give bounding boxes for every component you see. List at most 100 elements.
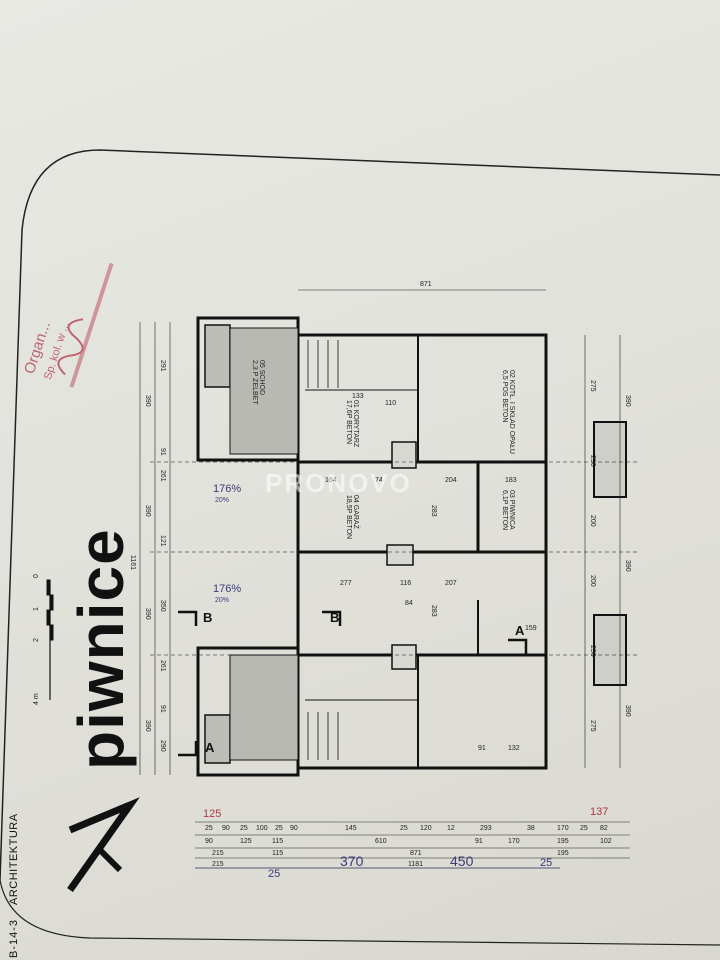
svg-text:390: 390 bbox=[144, 395, 151, 407]
svg-text:200: 200 bbox=[589, 515, 596, 527]
svg-text:195: 195 bbox=[557, 838, 569, 845]
svg-text:350: 350 bbox=[159, 600, 166, 612]
logo-mark bbox=[67, 797, 140, 893]
svg-text:91: 91 bbox=[475, 838, 483, 845]
dim-bottom-row-3: 215 115 871 195 bbox=[212, 850, 569, 857]
sheet-category: ARCHITEKTURA bbox=[8, 813, 20, 905]
svg-text:25: 25 bbox=[205, 825, 213, 832]
svg-text:250: 250 bbox=[589, 455, 596, 467]
red-stamp: Organ... Sp. kol. w ... bbox=[21, 262, 114, 388]
svg-text:20%: 20% bbox=[215, 597, 229, 604]
svg-text:204: 204 bbox=[445, 477, 457, 484]
svg-text:91: 91 bbox=[159, 705, 166, 713]
svg-text:1: 1 bbox=[33, 607, 40, 611]
svg-text:871: 871 bbox=[410, 850, 422, 857]
svg-text:B: B bbox=[330, 610, 339, 625]
svg-text:120: 120 bbox=[420, 825, 432, 832]
svg-text:25: 25 bbox=[580, 825, 588, 832]
svg-text:390: 390 bbox=[144, 720, 151, 732]
svg-text:261: 261 bbox=[159, 660, 166, 672]
room-05-label: 05 SCHOD 2,3 P ZELBET bbox=[251, 360, 265, 405]
svg-text:B: B bbox=[203, 610, 212, 625]
svg-text:390: 390 bbox=[624, 560, 631, 572]
svg-text:170: 170 bbox=[508, 838, 520, 845]
svg-text:176%: 176% bbox=[213, 583, 241, 595]
sheet-code: B-14-3 bbox=[8, 918, 20, 958]
room-labels: 01 KORYTARZ 17,6P BETON 02 KOTŁ. I SKŁAD… bbox=[251, 360, 515, 539]
svg-text:159: 159 bbox=[525, 625, 537, 632]
dim-left-inner: 291 91 261 121 350 261 91 290 bbox=[159, 360, 166, 752]
svg-text:137: 137 bbox=[590, 806, 608, 818]
svg-text:2: 2 bbox=[33, 638, 40, 642]
room-01-label: 01 KORYTARZ 17,6P BETON bbox=[345, 400, 359, 449]
walls bbox=[150, 316, 640, 777]
svg-text:370: 370 bbox=[340, 853, 364, 869]
dim-right-outer: 390 390 390 bbox=[624, 395, 631, 717]
svg-text:115: 115 bbox=[272, 850, 283, 857]
svg-text:90: 90 bbox=[290, 825, 298, 832]
svg-text:102: 102 bbox=[600, 838, 612, 845]
dimension-lines bbox=[139, 289, 630, 859]
svg-text:0: 0 bbox=[33, 574, 40, 578]
svg-text:290: 290 bbox=[159, 740, 166, 752]
svg-text:183: 183 bbox=[505, 477, 517, 484]
svg-text:25: 25 bbox=[240, 825, 248, 832]
svg-text:195: 195 bbox=[557, 850, 569, 857]
svg-text:610: 610 bbox=[375, 838, 387, 845]
svg-text:293: 293 bbox=[480, 825, 492, 832]
svg-text:4 m: 4 m bbox=[33, 693, 40, 705]
svg-text:25: 25 bbox=[400, 825, 408, 832]
svg-text:145: 145 bbox=[345, 825, 357, 832]
svg-text:200: 200 bbox=[589, 575, 596, 587]
scale-bar bbox=[46, 579, 54, 700]
svg-text:250: 250 bbox=[589, 645, 596, 657]
svg-text:207: 207 bbox=[445, 580, 457, 587]
svg-text:261: 261 bbox=[159, 470, 166, 482]
svg-text:390: 390 bbox=[144, 505, 151, 517]
svg-text:115: 115 bbox=[272, 838, 283, 845]
room-04-label: 04 GARAŻ 18,5P BETON bbox=[345, 495, 361, 539]
svg-text:125: 125 bbox=[240, 838, 252, 845]
svg-text:275: 275 bbox=[589, 720, 596, 732]
svg-text:121: 121 bbox=[159, 535, 166, 547]
svg-text:90: 90 bbox=[205, 838, 213, 845]
svg-text:283: 283 bbox=[430, 505, 437, 517]
svg-text:A: A bbox=[205, 740, 215, 755]
svg-text:390: 390 bbox=[144, 608, 151, 620]
svg-text:132: 132 bbox=[508, 745, 520, 752]
dim-right-inner: 275 250 200 200 250 275 bbox=[589, 380, 596, 732]
svg-text:170: 170 bbox=[557, 825, 569, 832]
svg-text:1161: 1161 bbox=[129, 555, 136, 570]
svg-text:74: 74 bbox=[375, 477, 383, 484]
sheet-border bbox=[0, 149, 720, 881]
svg-text:215: 215 bbox=[212, 850, 224, 857]
svg-text:25: 25 bbox=[540, 857, 552, 869]
svg-text:A: A bbox=[515, 623, 525, 638]
svg-text:125: 125 bbox=[203, 808, 221, 820]
dim-interior: 133 110 164 74 204 183 277 116 207 283 2… bbox=[325, 393, 537, 752]
sheet-border-bottom bbox=[0, 879, 720, 946]
svg-text:1181: 1181 bbox=[408, 861, 423, 868]
svg-text:20%: 20% bbox=[215, 497, 229, 504]
svg-text:91: 91 bbox=[478, 745, 486, 752]
svg-text:90: 90 bbox=[222, 825, 230, 832]
svg-text:275: 275 bbox=[589, 380, 596, 392]
svg-text:116: 116 bbox=[400, 580, 411, 587]
svg-text:84: 84 bbox=[405, 600, 413, 607]
svg-text:164: 164 bbox=[325, 477, 337, 484]
dim-bottom-row-1: 25 90 25 100 25 90 145 25 120 12 293 38 … bbox=[205, 825, 608, 832]
watermark-text: PRONOVO bbox=[265, 468, 412, 498]
room-02-label: 02 KOTŁ. I SKŁAD OPAŁU 6,5 POS BETON bbox=[501, 370, 515, 456]
svg-text:110: 110 bbox=[385, 400, 396, 407]
svg-text:450: 450 bbox=[450, 853, 474, 869]
svg-text:12: 12 bbox=[447, 825, 455, 832]
svg-text:91: 91 bbox=[159, 448, 166, 456]
svg-text:25: 25 bbox=[268, 868, 280, 880]
svg-text:291: 291 bbox=[159, 360, 166, 372]
room-03-label: 03 PIWNICA 6,1P BETON bbox=[501, 490, 515, 531]
svg-text:176%: 176% bbox=[213, 483, 241, 495]
section-marks: A A B B bbox=[178, 610, 528, 757]
svg-text:133: 133 bbox=[352, 393, 364, 400]
sheet-title: piwnice bbox=[65, 528, 137, 770]
